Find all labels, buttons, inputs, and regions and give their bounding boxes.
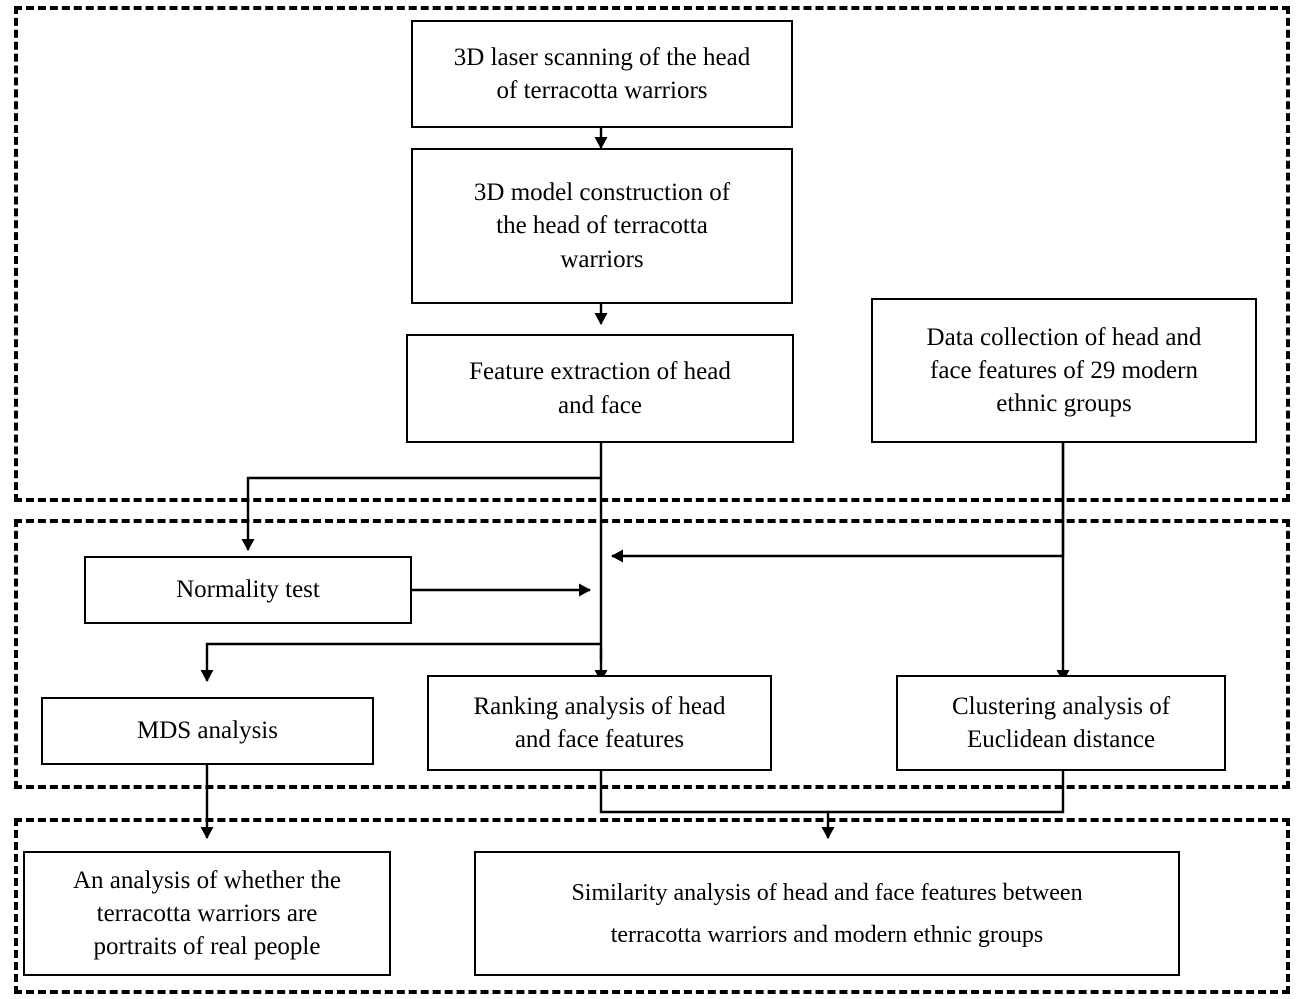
panel-conclusions [14,818,1290,994]
node-3d-model-construction[interactable]: 3D model construction of the head of ter… [411,148,793,304]
node-label: Normality test [176,576,320,604]
node-clustering-analysis[interactable]: Clustering analysis of Euclidean distanc… [896,675,1226,771]
node-3d-laser-scanning[interactable]: 3D laser scanning of the head of terraco… [411,20,793,128]
node-normality-test[interactable]: Normality test [84,556,412,624]
edge-datacoll-to-junction [611,443,1065,563]
node-similarity-analysis[interactable]: Similarity analysis of head and face fea… [474,851,1180,976]
node-label: Data collection of head and face feature… [926,323,1202,418]
panel-analysis [14,519,1290,789]
node-label: Similarity analysis of head and face fea… [571,879,1083,948]
node-label: 3D laser scanning of the head of terraco… [453,43,751,104]
node-label: An analysis of whether the terracotta wa… [73,866,341,961]
edge-ranking-to-similarity [599,771,835,839]
node-label: Clustering analysis of Euclidean distanc… [951,692,1171,753]
node-label: Ranking analysis of head and face featur… [473,692,726,753]
node-data-collection[interactable]: Data collection of head and face feature… [871,298,1257,443]
node-label: 3D model construction of the head of ter… [473,179,731,273]
node-ranking-analysis[interactable]: Ranking analysis of head and face featur… [427,675,772,771]
node-label: MDS analysis [137,717,278,745]
node-feature-extraction[interactable]: Feature extraction of head and face [406,334,794,443]
node-mds-analysis[interactable]: MDS analysis [41,697,374,765]
edge-clustering-to-similarity [828,771,1065,814]
node-portraits-analysis[interactable]: An analysis of whether the terracotta wa… [23,851,391,976]
node-label: Feature extraction of head and face [469,358,731,419]
edge-feature-to-mds [200,642,601,682]
panel-data-acquisition [14,6,1290,502]
edge-feature-to-normality [241,476,601,551]
